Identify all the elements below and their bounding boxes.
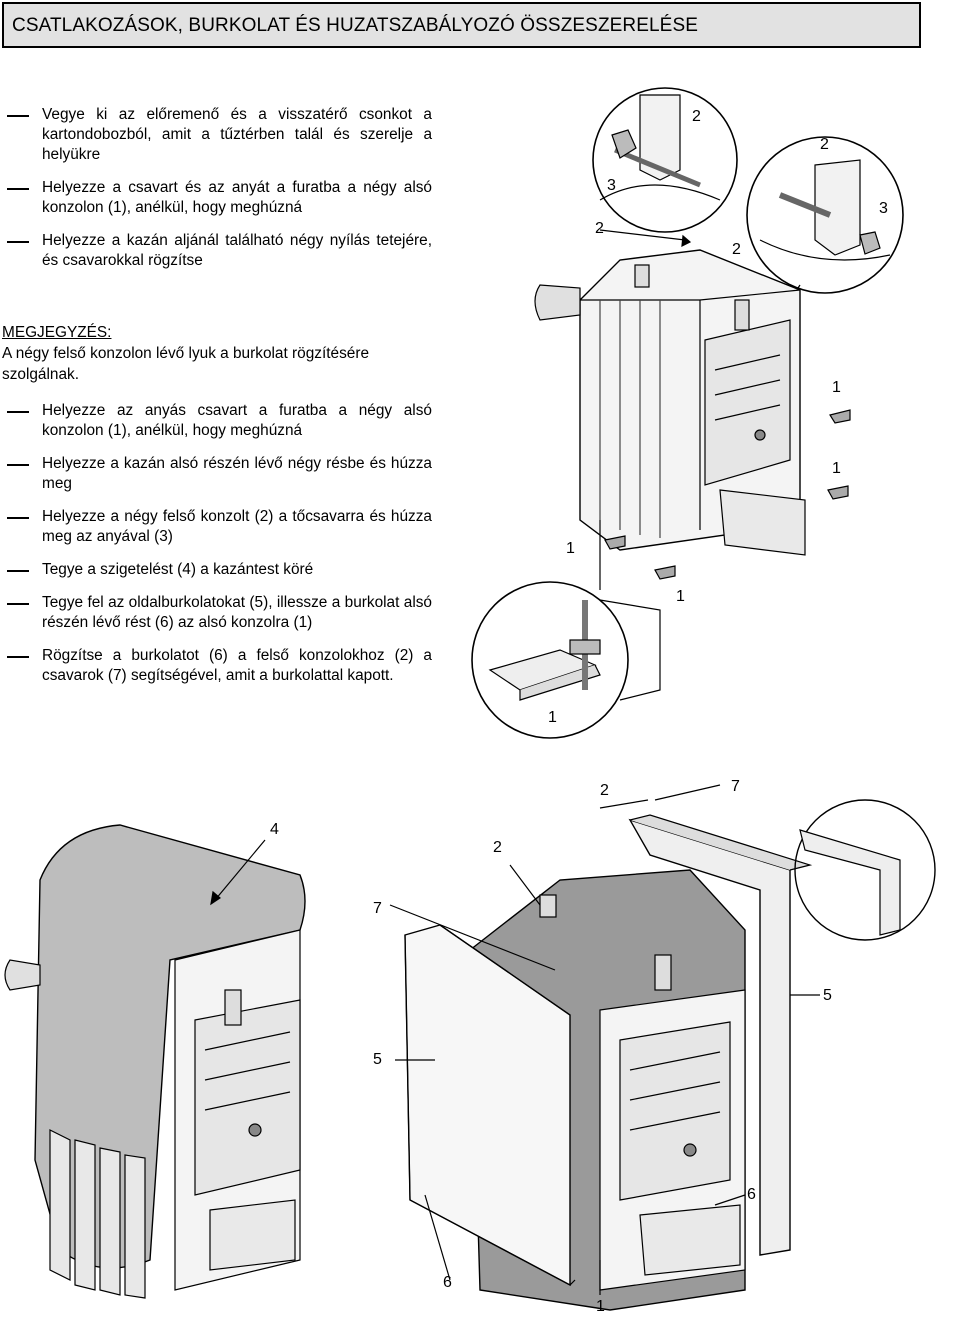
callout-label: 2 <box>820 136 829 153</box>
page-title-bar: CSATLAKOZÁSOK, BURKOLAT ÉS HUZATSZABÁLYO… <box>2 2 921 48</box>
list-item: Tegye a szigetelést (4) a kazántest köré <box>0 560 432 580</box>
boiler-panels-illustration <box>389 784 936 1311</box>
callout-label: 7 <box>373 900 382 917</box>
callout-label: 1 <box>596 1298 605 1315</box>
callout-label: 3 <box>607 177 616 194</box>
callout-label: 1 <box>548 709 557 726</box>
callout-label: 1 <box>832 460 841 477</box>
list-item: Helyezze a kazán alsó részén lévő négy r… <box>0 454 432 494</box>
detail-circle-panel <box>794 799 936 941</box>
boiler-top-illustration <box>471 87 904 739</box>
dash-bullet-icon <box>7 603 29 605</box>
callout-label: 1 <box>832 379 841 396</box>
callout-label: 2 <box>600 782 609 799</box>
dash-bullet-icon <box>7 656 29 658</box>
list-item: Tegye fel az oldalburkolatokat (5), ille… <box>0 593 432 633</box>
callout-label: 5 <box>373 1051 382 1068</box>
detail-circle-1 <box>592 87 738 233</box>
dash-bullet-icon <box>7 188 29 190</box>
instruction-list-2: Helyezze az anyás csavart a furatba a né… <box>0 401 432 699</box>
callout-label: 2 <box>692 108 701 125</box>
dash-bullet-icon <box>7 241 29 243</box>
list-item: Helyezze az anyás csavart a furatba a né… <box>0 401 432 441</box>
list-item: Vegye ki az előremenő és a visszatérő cs… <box>0 105 432 165</box>
callout-label: 3 <box>879 200 888 217</box>
callout-label: 1 <box>566 540 575 557</box>
callout-label: 2 <box>493 839 502 856</box>
callout-label: 7 <box>731 778 740 795</box>
callout-label: 4 <box>270 821 279 838</box>
dash-bullet-icon <box>7 570 29 572</box>
page-title: CSATLAKOZÁSOK, BURKOLAT ÉS HUZATSZABÁLYO… <box>12 15 698 36</box>
dash-bullet-icon <box>7 517 29 519</box>
instruction-list-1: Vegye ki az előremenő és a visszatérő cs… <box>0 105 432 284</box>
callout-label: 2 <box>732 241 741 258</box>
note-text: A négy felső konzolon lévő lyuk a burkol… <box>2 345 370 383</box>
dash-bullet-icon <box>7 464 29 466</box>
callout-label: 6 <box>747 1186 756 1203</box>
list-item: Helyezze a kazán aljánál található négy … <box>0 231 432 271</box>
dash-bullet-icon <box>7 411 29 413</box>
detail-circle-bottom <box>471 581 629 739</box>
boiler-insulation-illustration <box>4 824 306 1299</box>
dash-bullet-icon <box>7 115 29 117</box>
figure-labels: 2 3 2 2 3 2 1 1 1 1 1 4 2 7 2 7 5 5 6 6 … <box>270 108 888 1315</box>
list-item: Rögzítse a burkolatot (6) a felső konzol… <box>0 646 432 686</box>
callout-label: 6 <box>443 1274 452 1291</box>
detail-circle-2 <box>746 136 904 294</box>
callout-label: 5 <box>823 987 832 1004</box>
note-heading: MEGJEGYZÉS: <box>2 324 112 341</box>
list-item: Helyezze a csavart és az anyát a furatba… <box>0 178 432 218</box>
callout-label: 2 <box>595 220 604 237</box>
list-item: Helyezze a négy felső konzolt (2) a tőcs… <box>0 507 432 547</box>
note-block: MEGJEGYZÉS: A négy felső konzolon lévő l… <box>2 322 432 385</box>
callout-label: 1 <box>676 588 685 605</box>
